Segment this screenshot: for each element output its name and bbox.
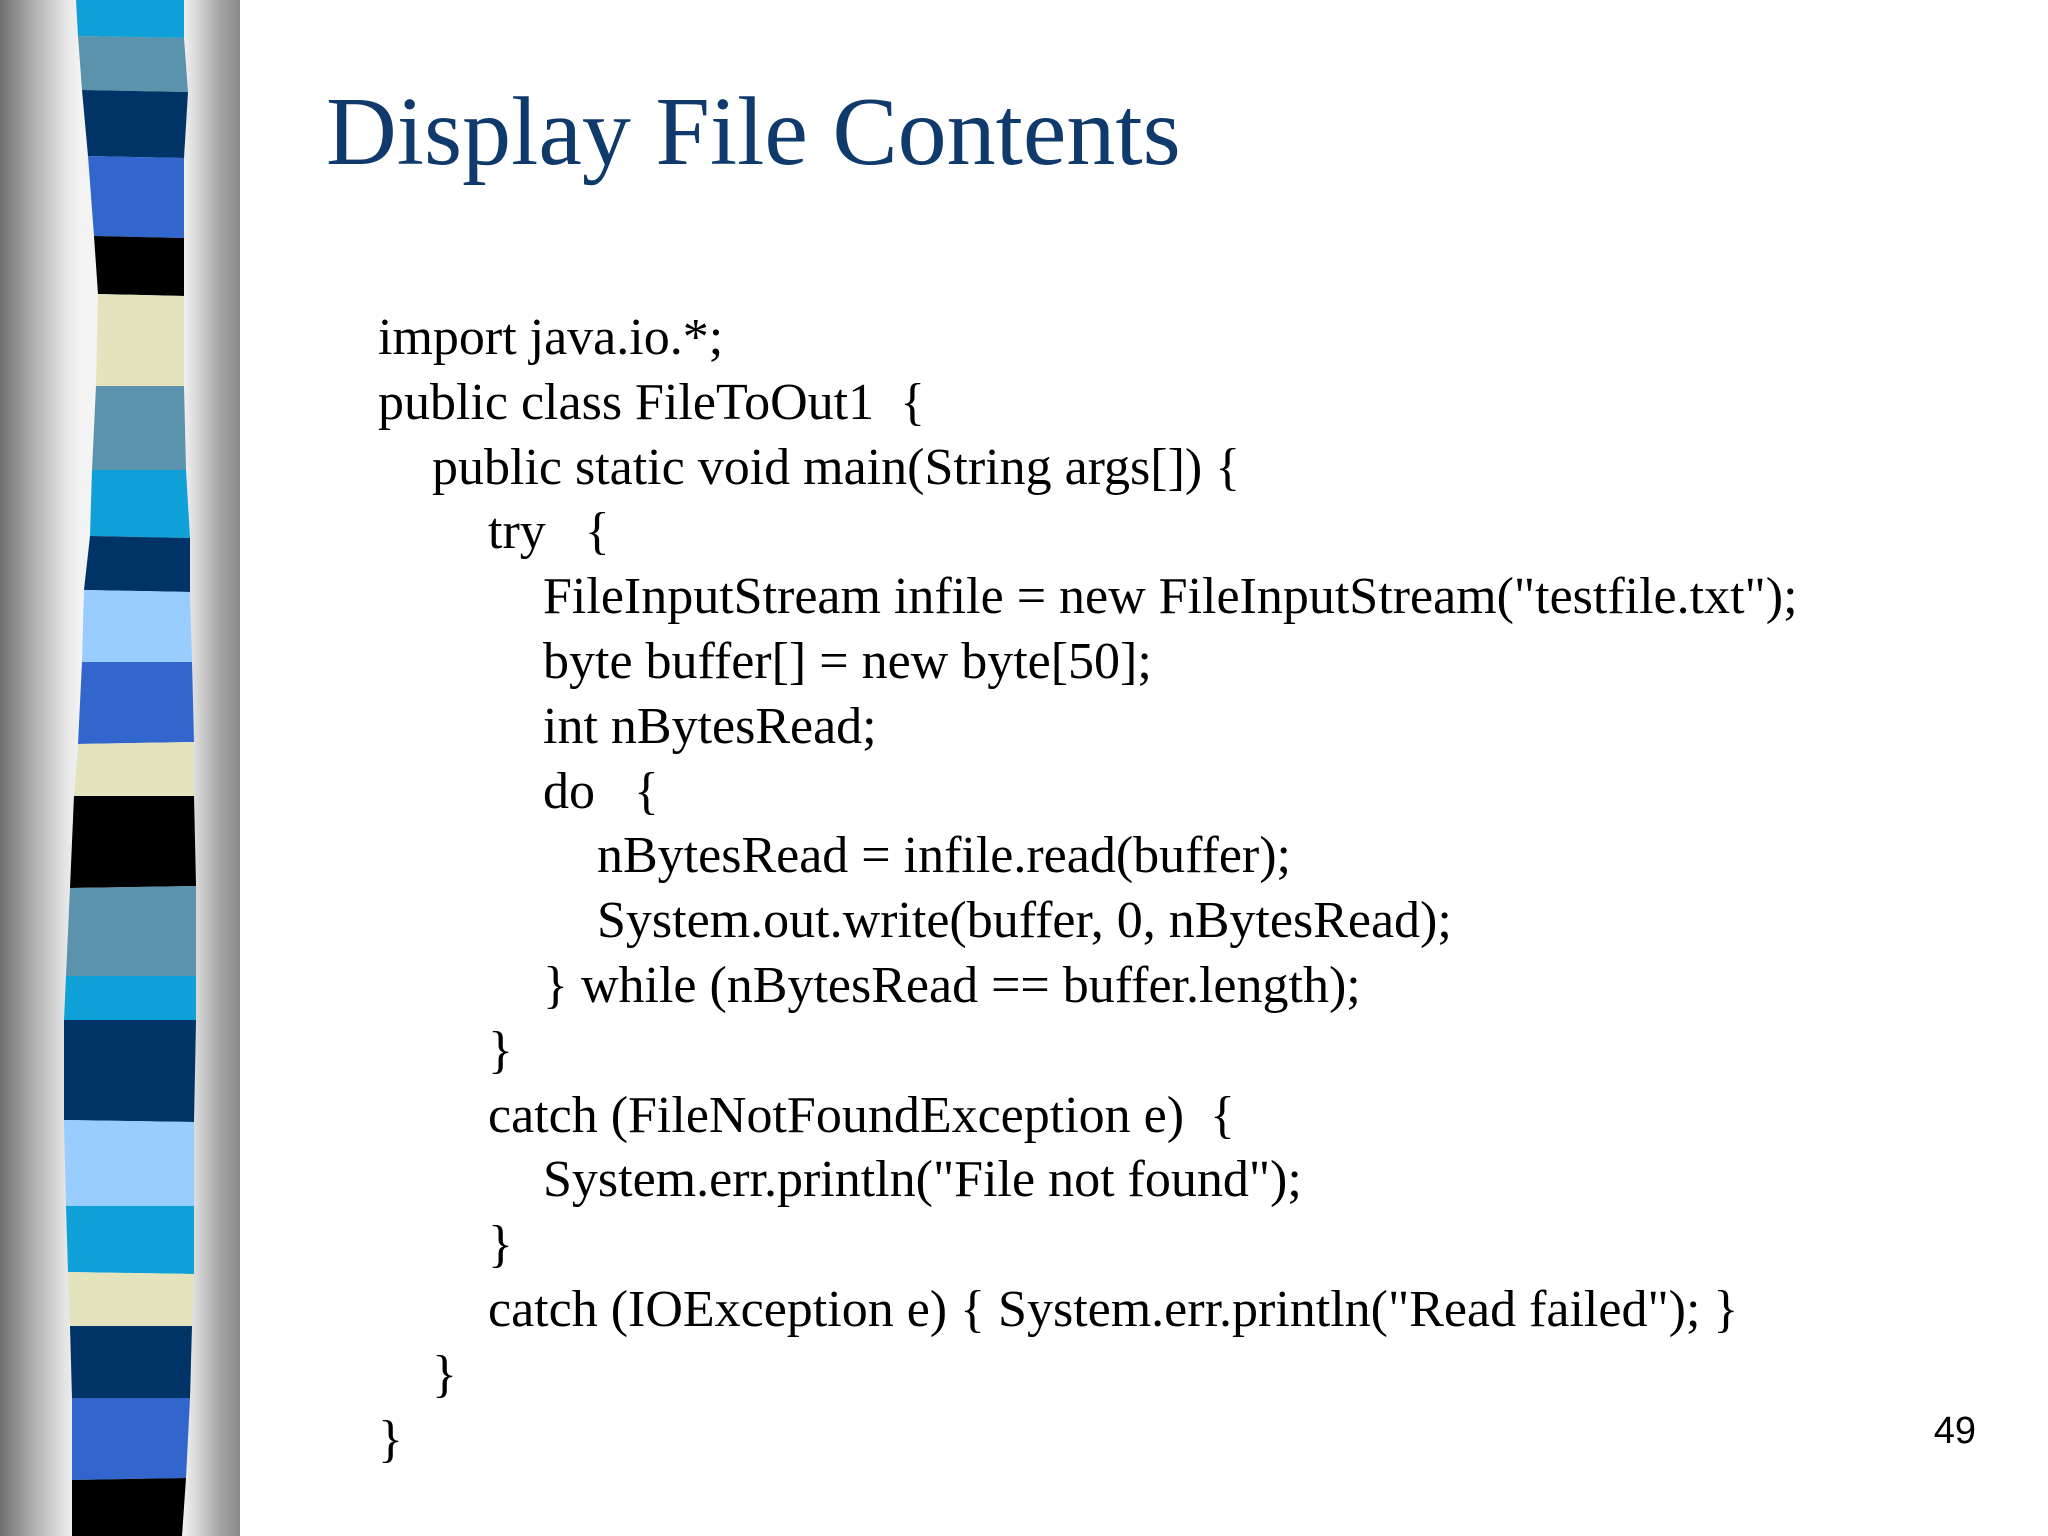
code-line: } xyxy=(488,1216,513,1274)
code-line: byte buffer[] = new byte[50]; xyxy=(543,632,1152,690)
code-line: } xyxy=(488,1021,513,1079)
code-listing: import java.io.*; public class FileToOut… xyxy=(378,306,1798,1472)
code-line: int nBytesRead; xyxy=(543,697,877,755)
code-line: do { xyxy=(543,762,659,820)
code-line: try { xyxy=(488,503,610,561)
code-line: public static void main(String args[]) { xyxy=(432,438,1241,496)
code-line: } xyxy=(432,1345,457,1403)
code-line: FileInputStream infile = new FileInputSt… xyxy=(543,568,1798,626)
decorative-stripe-panel xyxy=(0,0,240,1536)
page-number: 49 xyxy=(1933,1410,1976,1452)
code-line: catch (FileNotFoundException e) { xyxy=(488,1086,1235,1144)
code-line: System.err.println("File not found"); xyxy=(543,1151,1302,1209)
code-line: System.out.write(buffer, 0, nBytesRead); xyxy=(597,892,1452,950)
code-line: public class FileToOut1 { xyxy=(378,373,926,431)
slide-title: Display File Contents xyxy=(326,78,1181,186)
code-line: } while (nBytesRead == buffer.length); xyxy=(543,956,1361,1014)
code-line: } xyxy=(378,1410,403,1468)
code-line: import java.io.*; xyxy=(378,309,724,366)
code-line: catch (IOException e) { System.err.print… xyxy=(488,1280,1739,1338)
decorative-stripes xyxy=(64,0,196,1536)
code-line: nBytesRead = infile.read(buffer); xyxy=(597,827,1292,885)
